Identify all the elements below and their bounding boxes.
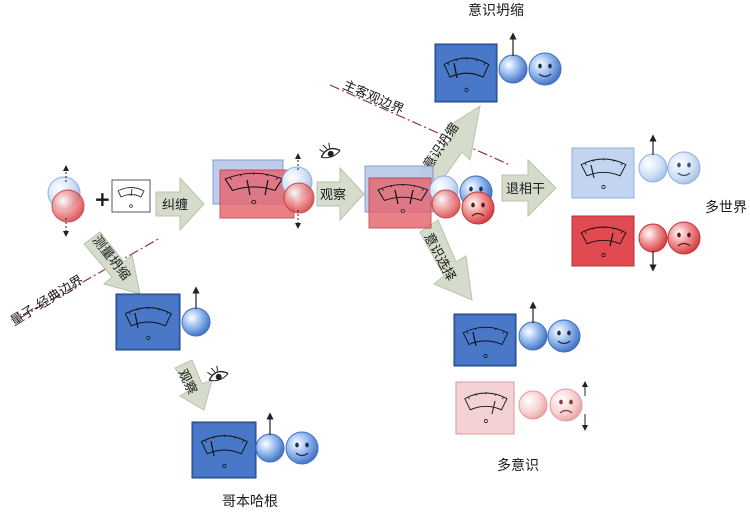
label-observe-1: 观察 [320,188,346,203]
plus-sign: + [94,187,111,211]
superposed-observer-faces [459,175,495,225]
quantum-classical-boundary-line [19,237,161,319]
collapsed-meter-top [434,43,498,103]
many-worlds-sad-face [667,221,701,255]
many-minds-blue-particle [518,301,548,351]
copenhagen-happy-face [285,431,319,465]
eye-icon [316,139,342,161]
many-worlds-blue-meter [571,147,635,199]
many-minds-red-meter [455,381,515,435]
arrow-entangle: 纠缠 [155,176,205,232]
label-entangle: 纠缠 [162,197,188,213]
label-subject-object-boundary: 主客观边界 [340,77,406,118]
arrow-observe-2: 观察 [174,359,213,411]
arrow-consciousness-select: 意识选择 [419,219,473,301]
entangled-particle-1 [281,153,315,229]
initial-superposed-particle [47,165,85,237]
many-worlds-happy-face [667,151,701,185]
label-many-minds: 多意识 [497,457,539,474]
arrow-measurement-collapse: 测量坍缩 [83,231,141,295]
label-quantum-classical-boundary: 量子-经典边界 [8,273,86,330]
many-worlds-blue-particle [638,134,668,183]
many-minds-blue-meter [453,313,517,367]
copenhagen-particle-1 [181,286,211,337]
copenhagen-meter-2 [191,421,257,479]
entangled-meter-1 [212,159,295,219]
many-minds-sad-face [549,388,583,422]
subject-object-boundary-line [329,84,511,166]
happy-face-icon [528,52,562,86]
many-minds-red-particle [518,390,548,420]
label-decohere: 退相干 [506,182,545,197]
arrow-decohere: 退相干 [501,158,557,218]
copenhagen-meter-1 [115,293,181,351]
many-worlds-red-particle [638,223,668,272]
collapsed-particle-top [498,32,528,84]
label-copenhagen: 哥本哈根 [222,494,278,510]
entangled-meter-2 [364,165,434,229]
many-minds-happy-face [547,319,581,353]
arrow-observe-1: 观察 [316,166,365,222]
label-many-worlds: 多世界 [705,199,747,216]
entangled-particle-2 [429,175,461,219]
many-worlds-red-meter [571,215,635,267]
measuring-meter-icon [111,179,151,213]
copenhagen-particle-2 [255,412,285,463]
eye-icon-2 [204,362,230,384]
label-consciousness-collapse-top: 意识坍缩 [468,2,524,19]
